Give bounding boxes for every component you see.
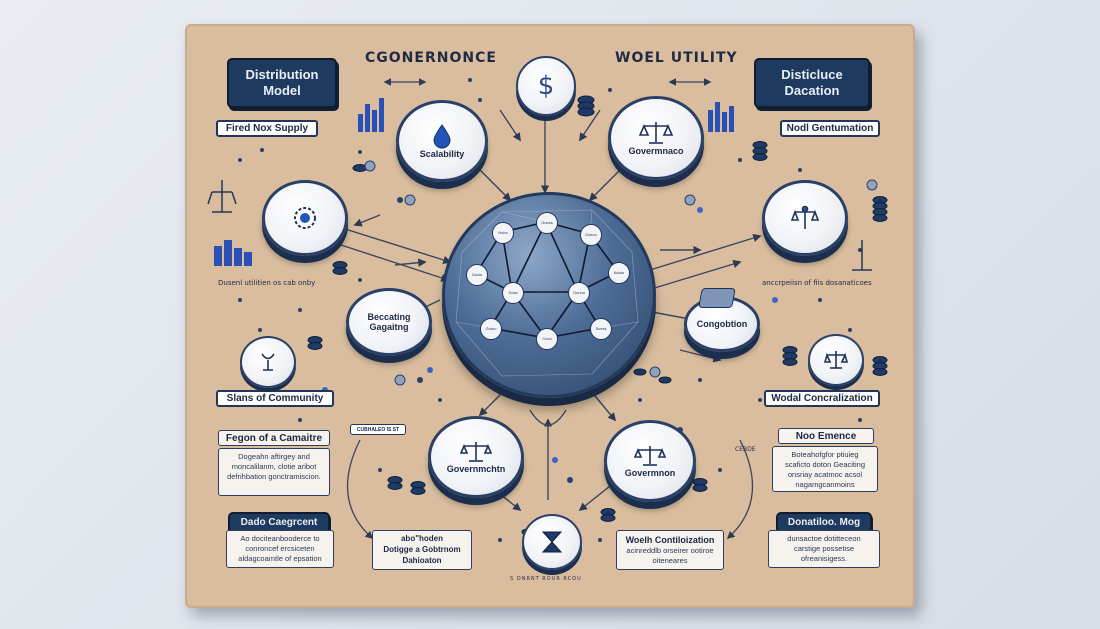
governance-br-node: Govermnon (604, 420, 696, 502)
wodal-conc-tag: Wodal Concralization (764, 390, 880, 407)
congobtion-label: Congobtion (696, 318, 748, 329)
note-line: abo"hoden (400, 534, 443, 543)
dado-body: Ao dociteanbooderce to conroncef ercsice… (226, 530, 334, 568)
header-right-title: WOEL UTILITY (615, 50, 738, 66)
left-mid-caption: Dusenl utilitien os cab onby (218, 279, 316, 287)
dollar-icon: $ (537, 71, 555, 101)
governance-top-node: Govermnaco (608, 96, 704, 180)
bottom-caption: S ONRNT ROUR RCOU (510, 576, 582, 582)
box-line: Model (263, 83, 301, 98)
scale-icon (790, 205, 820, 229)
box-line: Dacation (784, 83, 840, 98)
left-note-body: Dogeahn aftirgey and moncalilanm, clotie… (218, 448, 330, 496)
becoming-node: Beccating Gagaitng (346, 288, 432, 356)
hub-mini-node: Soss (502, 282, 524, 304)
scale-icon (852, 240, 872, 271)
left-gear-node (262, 180, 348, 256)
scale-icon (824, 351, 848, 369)
note-line: Dotigge a Gobtrnom (383, 544, 461, 554)
hub-mini-node: Hcbo (492, 222, 514, 244)
hub-mini-node: Gucio (466, 264, 488, 286)
hub-mini-node: Suess (590, 318, 612, 340)
hub-mini-node: Goeco (580, 224, 602, 246)
tiny-right-label: CEBDE (735, 446, 756, 453)
slans-community-tag: Slans of Community (216, 390, 334, 407)
becoming-label: Beccating (367, 311, 411, 322)
hourglass-icon (541, 531, 563, 553)
balance-scale-icon (639, 121, 673, 144)
box-line: Distribution (245, 67, 319, 83)
note-line: Dahioaton (402, 555, 442, 565)
small-left-node (240, 336, 296, 388)
tripod-icon (207, 180, 237, 213)
hub-mini-node: Goess (536, 212, 558, 234)
center-left-note: abo"hoden Dotigge a Gobtrnom Dahioaton (372, 530, 472, 570)
balance-scale-icon (460, 441, 492, 462)
donatilo-body: dunsactoe dotitteceon carstige possetise… (768, 530, 880, 568)
droplet-icon (433, 123, 451, 149)
governance-bl-node: Governmchtn (428, 416, 524, 498)
right-scale-node (762, 180, 848, 256)
gear-icon (294, 207, 316, 229)
model-gen-tag: Nodl Gentumation (780, 120, 880, 137)
hub-mini-node: Gutoo (480, 318, 502, 340)
small-right-node (808, 334, 864, 386)
hub-mini-node: Gunoo (568, 282, 590, 304)
becoming-label: Gagaitng (369, 322, 409, 332)
note-title: Woelh Contiloization (625, 535, 715, 545)
balance-scale-icon (634, 445, 666, 466)
fixed-supply-tag: Fired Nox Supply (216, 120, 318, 137)
scalability-label: Scalability (419, 148, 465, 159)
governance-br-label: Govermnon (624, 467, 676, 478)
governance-bl-label: Governmchtn (446, 463, 506, 474)
disticluce-dacation-box: Disticluce Dacation (754, 58, 870, 108)
distribution-model-box: Distribution Model (227, 58, 337, 108)
right-note-body: Boteahofgfor ptiuieg scaficto doton Geac… (772, 446, 878, 492)
left-note-head: Fegon of a Camaitre (218, 430, 330, 446)
hourglass-node (522, 514, 582, 570)
tripod-icon (261, 353, 275, 371)
right-mid-caption: anccrpeiisn of fiis dosanaticoes (762, 279, 872, 287)
scalability-node: Scalability (396, 100, 488, 182)
right-note-head: Noo Emence (778, 428, 874, 444)
center-right-note: Woelh Contiloization acinreddlb orseirer… (616, 530, 724, 570)
dollar-node: $ (516, 56, 576, 116)
governance-top-label: Govermnaco (628, 145, 684, 156)
hub-mini-node: Cuco (536, 328, 558, 350)
tiny-left-label: CUBHALEO IS ST (350, 424, 406, 435)
box-line: Disticluce (781, 67, 843, 83)
note-line: acinreddlb orseirer ootiroe oiteneares (626, 546, 714, 566)
header-left-title: CGONERNONCE (365, 50, 497, 66)
hub-mini-node: Aduto (608, 262, 630, 284)
coin-stacks (214, 95, 888, 536)
chip-icon (698, 288, 736, 308)
